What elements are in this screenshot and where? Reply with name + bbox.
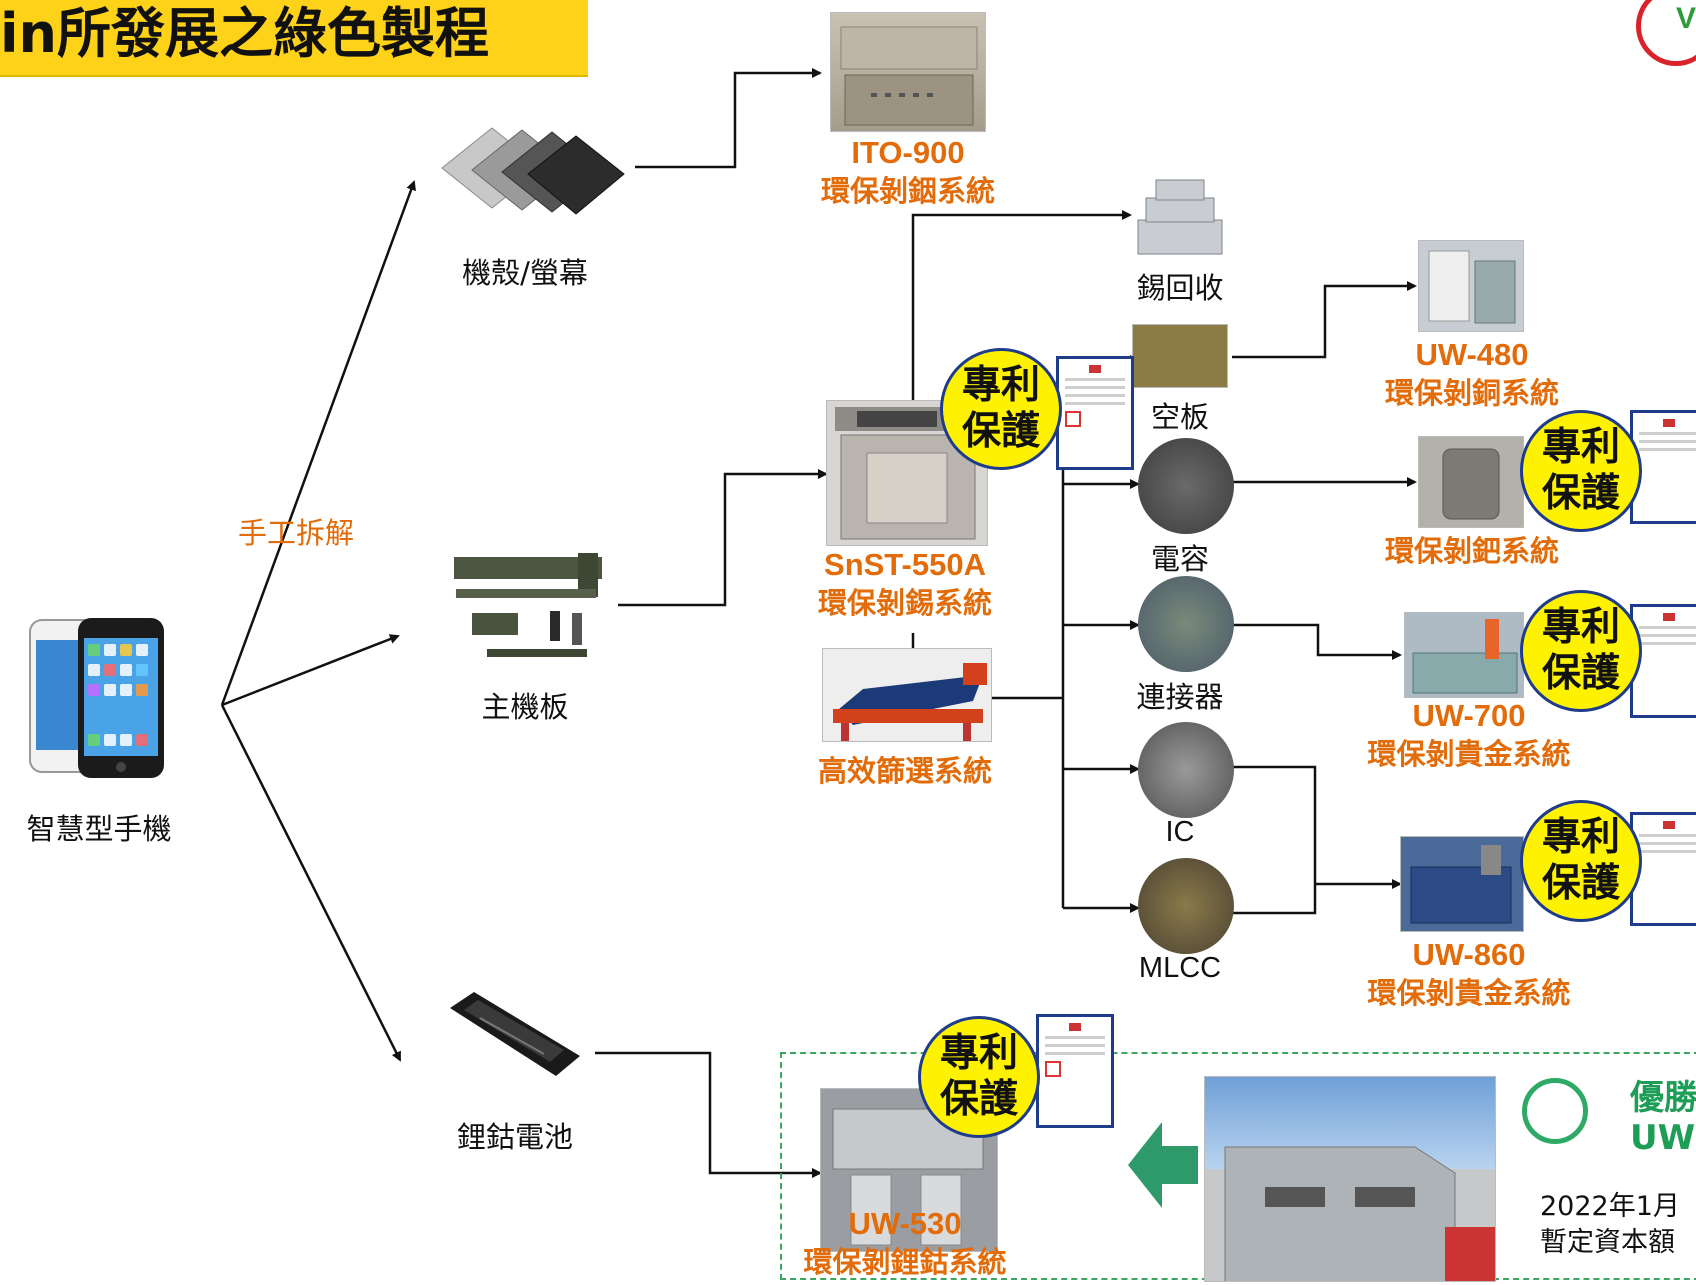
pd-machine-photo <box>1418 436 1524 528</box>
tin-label: 錫回收 <box>1136 271 1224 305</box>
empty-board-label: 空板 <box>1150 400 1209 434</box>
screening-name: 高效篩選系統 <box>817 754 992 788</box>
snst550a-name: 環保剝錫系統 <box>817 586 992 620</box>
capacitor-image <box>1138 438 1234 534</box>
capacitor-label: 電容 <box>1150 542 1209 576</box>
ic-mlcc-merge <box>1232 765 1317 915</box>
patent-line1: 專利 <box>1541 815 1620 860</box>
factory-building-photo <box>1204 1076 1496 1282</box>
board-label: 主機板 <box>481 690 569 724</box>
empty-board-image <box>1132 324 1228 388</box>
uw860-machine-photo <box>1400 836 1524 932</box>
patent-line2: 保護 <box>1541 471 1620 516</box>
battery-image <box>444 988 584 1080</box>
phone-label: 智慧型手機 <box>26 812 172 846</box>
uw860-caption: UW-860 環保剝貴金系統 <box>1354 936 1584 1012</box>
screen-panels-image <box>432 118 628 218</box>
arrow-to-snst <box>618 469 828 607</box>
screen-label: 機殼/螢幕 <box>462 256 588 290</box>
patent-line1: 專利 <box>1541 425 1620 470</box>
patent-line1: 專利 <box>961 363 1040 408</box>
ito900-name: 環保剝銦系統 <box>820 174 995 208</box>
uw860-name: 環保剝貴金系統 <box>1367 976 1571 1010</box>
screening-machine-photo <box>822 648 992 742</box>
uwin-name-line2: UWi <box>1630 1118 1696 1158</box>
patent-badge-uw860: 專利 保護 <box>1520 800 1642 922</box>
arrow-to-battery <box>220 704 402 1062</box>
logo-mark: V <box>1676 2 1696 35</box>
arrow-to-uw700 <box>1232 623 1402 660</box>
patent-line1: 專利 <box>939 1031 1018 1076</box>
uw480-name: 環保剝銅系統 <box>1384 376 1559 410</box>
left-arrow-icon <box>1128 1122 1198 1208</box>
uw480-code: UW-480 <box>1415 337 1529 372</box>
pd-name: 環保剝鈀系統 <box>1384 534 1559 568</box>
manual-disassembly-label: 手工拆解 <box>238 516 355 550</box>
patent-line2: 保護 <box>1541 651 1620 696</box>
patent-badge-uw530: 專利 保護 <box>918 1016 1040 1138</box>
arrow-to-screen <box>220 180 416 706</box>
battery-label: 鋰鈷電池 <box>456 1120 573 1154</box>
patent-badge-pd: 專利 保護 <box>1520 410 1642 532</box>
uw530-code-caption: UW-530 環保剝鋰鈷系統 <box>790 1205 1020 1281</box>
snst550a-code: SnST-550A <box>824 547 986 582</box>
patent-badge-uw700: 專利 保護 <box>1520 590 1642 712</box>
patent-line2: 保護 <box>939 1077 1018 1122</box>
uw700-caption: UW-700 環保剝貴金系統 <box>1354 697 1584 773</box>
smartphone-image <box>12 616 182 780</box>
connector-label: 連接器 <box>1136 680 1224 714</box>
patent-certificate-snst <box>1056 356 1134 470</box>
ic-image <box>1138 722 1234 818</box>
patent-certificate-uw700 <box>1630 604 1696 718</box>
ito900-machine-photo <box>830 12 986 132</box>
uw700-machine-photo <box>1404 612 1524 698</box>
patent-certificate-uw530 <box>1036 1014 1114 1128</box>
arrow-to-ito900 <box>635 68 822 169</box>
title-banner <box>0 0 588 75</box>
uw530-name: 環保剝鋰鈷系統 <box>803 1245 1007 1279</box>
uwin-date-line1: 2022年1月 <box>1540 1191 1680 1222</box>
arrow-to-board <box>221 634 400 707</box>
mainboard-parts-image <box>452 553 602 661</box>
page-title: in所發展之綠色製程 <box>0 2 489 65</box>
mlcc-label: MLCC <box>1138 952 1222 984</box>
arrow-to-uw480 <box>1232 281 1417 359</box>
uw860-code: UW-860 <box>1412 937 1526 972</box>
uw480-machine-photo <box>1418 240 1524 332</box>
tin-ingots-image <box>1132 176 1228 260</box>
patent-line2: 保護 <box>1541 861 1620 906</box>
uwin-date-line2: 暫定資本額 <box>1540 1227 1675 1258</box>
ito900-caption: ITO-900 環保剝銦系統 <box>808 134 1008 210</box>
mlcc-image <box>1138 858 1234 954</box>
patent-line1: 專利 <box>1541 605 1620 650</box>
connector-image <box>1138 576 1234 672</box>
screening-caption: 高效篩選系統 <box>800 752 1010 790</box>
uw700-code: UW-700 <box>1412 698 1526 733</box>
uw530-code-text: UW-530 <box>848 1206 962 1241</box>
uw480-caption: UW-480 環保剝銅系統 <box>1372 336 1572 412</box>
snst550a-caption: SnST-550A 環保剝錫系統 <box>800 546 1010 622</box>
recycle-battery-icon <box>1522 1078 1588 1144</box>
ic-label: IC <box>1165 816 1195 848</box>
arrow-to-uw530 <box>595 1051 822 1178</box>
pd-caption: 環保剝鈀系統 <box>1372 532 1572 570</box>
patent-badge-snst: 專利 保護 <box>940 348 1062 470</box>
uw700-name: 環保剝貴金系統 <box>1367 737 1571 771</box>
ito900-code: ITO-900 <box>851 135 965 170</box>
uwin-name-line1: 優勝 <box>1630 1078 1696 1118</box>
arrow-to-tin <box>911 210 1132 400</box>
patent-line2: 保護 <box>961 409 1040 454</box>
